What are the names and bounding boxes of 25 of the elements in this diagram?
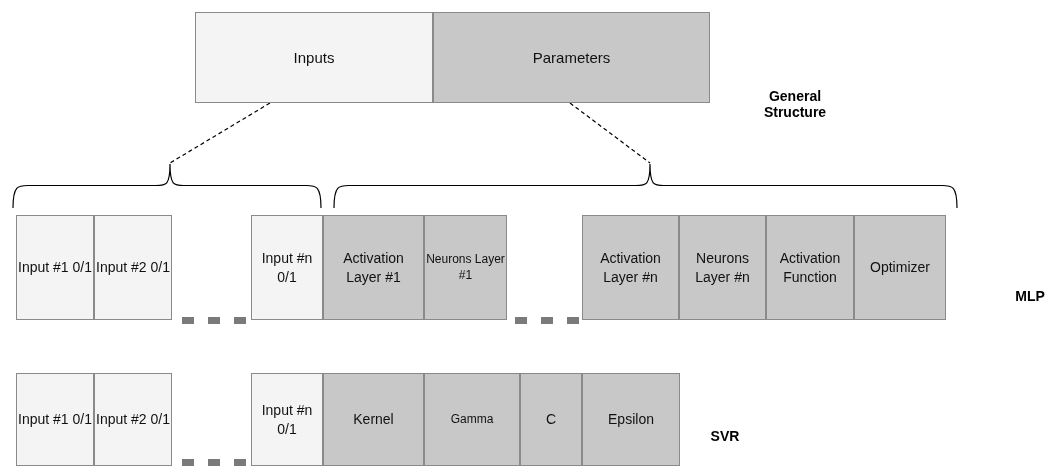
parameter-box: Activation Layer #n: [582, 215, 679, 320]
input-box: Input #n 0/1: [251, 215, 323, 320]
leader-line: [569, 102, 651, 164]
parameter-box: Epsilon: [582, 373, 680, 466]
parameter-box: Activation Layer #1: [323, 215, 424, 320]
parameter-box: Optimizer: [854, 215, 946, 320]
input-box: Input #1 0/1: [16, 373, 94, 466]
input-box: Inputs: [195, 12, 433, 103]
parameter-box: Neurons Layer #1: [424, 215, 507, 320]
row-label: General Structure: [762, 88, 828, 120]
parameter-box: Parameters: [433, 12, 710, 103]
parameter-box: Activation Function: [766, 215, 854, 320]
parameter-box: Gamma: [424, 373, 520, 466]
input-box: Input #2 0/1: [94, 373, 172, 466]
input-box: Input #2 0/1: [94, 215, 172, 320]
curly-brace: [12, 163, 322, 208]
input-box: Input #1 0/1: [16, 215, 94, 320]
row-label: MLP: [1014, 288, 1046, 304]
leader-line: [169, 102, 271, 164]
curly-brace: [333, 163, 958, 208]
parameter-box: Kernel: [323, 373, 424, 466]
parameter-box: Neurons Layer #n: [679, 215, 766, 320]
row-label: SVR: [709, 428, 741, 444]
input-box: Input #n 0/1: [251, 373, 323, 466]
parameter-box: C: [520, 373, 582, 466]
